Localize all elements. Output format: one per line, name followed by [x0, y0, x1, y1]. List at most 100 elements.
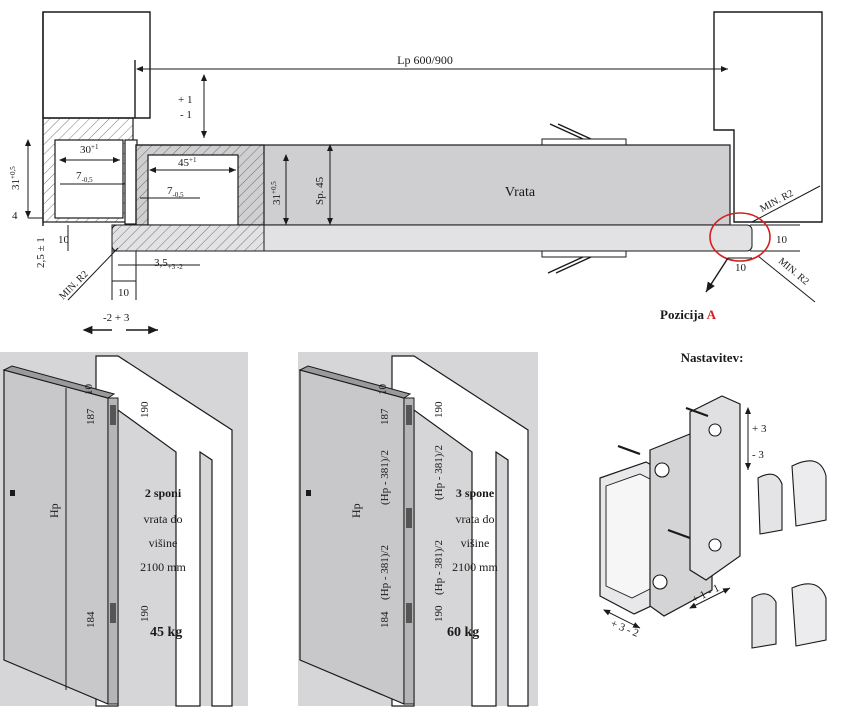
- door-3-mid-2: (Hp - 381)/2: [433, 445, 445, 500]
- hinge-screw-left-bottom: [652, 574, 668, 590]
- door-3-mid-1: (Hp - 381)/2: [379, 450, 391, 505]
- dim-10-right-bottom: 10: [735, 262, 747, 274]
- cover-cap-1: [757, 473, 783, 535]
- cover-cap-3: [751, 593, 777, 649]
- door-2-dim-190b: 190: [139, 605, 151, 622]
- door-2-lock: [10, 490, 15, 496]
- door-2-title: 2 sponi: [145, 486, 182, 500]
- door-3-line1: vrata do: [456, 512, 495, 526]
- handle-bottom: [541, 250, 627, 258]
- dim-2-5: 2,5 ± 1: [35, 237, 47, 268]
- hinge-screw-top: [708, 423, 722, 437]
- dim-4: 4: [12, 210, 18, 222]
- position-a-label: Pozicija A: [660, 307, 717, 322]
- position-a-circle: [709, 212, 771, 262]
- door-3-hp: Hp: [349, 503, 363, 518]
- adjust-label: -2 + 3: [103, 312, 130, 324]
- handle-lever-top-2: [557, 123, 592, 140]
- door-3-mid-3: (Hp - 381)/2: [379, 545, 391, 600]
- door-2-top-edge: [2, 365, 116, 399]
- door-3-dim-187: 187: [379, 408, 391, 425]
- door-3-hinge-bottom: [406, 603, 412, 623]
- door-3-line3: 2100 mm: [452, 560, 498, 574]
- min-r2-left-line: [67, 247, 119, 301]
- door-3-title: 3 spone: [456, 486, 495, 500]
- dim-7a: 7-0,5: [76, 170, 93, 184]
- door-3-dim-184: 184: [379, 611, 391, 628]
- door-2-line3: 2100 mm: [140, 560, 186, 574]
- horizontal-adjust-arrow: [603, 609, 641, 629]
- depth-adjust-arrow: [689, 587, 731, 609]
- door-3-line2: višine: [461, 536, 490, 550]
- door-2-edge: [107, 397, 119, 705]
- door-2-hinge-bottom: [110, 603, 116, 623]
- handle-lever-bottom-2: [555, 256, 592, 274]
- door-3-dim-10: 10: [377, 384, 389, 396]
- door-3-dim-190: 190: [433, 401, 445, 418]
- door-3-edge: [403, 397, 415, 705]
- plan-view: Lp 600/900 + 1 - 1 Vrata Sp. 45 31+0,5 3…: [9, 11, 823, 335]
- lp-label: Lp 600/900: [397, 53, 453, 67]
- door-3-lock: [306, 490, 311, 496]
- cover-cap-2: [791, 460, 827, 527]
- door-3-dim-190b: 190: [433, 605, 445, 622]
- door-2-dim-10: 10: [83, 384, 95, 396]
- cover-cap-4: [791, 583, 827, 647]
- door-pocket: [147, 154, 239, 226]
- door-3-hinge-top: [406, 405, 412, 425]
- door-2-hinge-top: [110, 405, 116, 425]
- hinge-plate: [124, 139, 138, 225]
- plus1-label: + 1: [178, 94, 192, 106]
- adjust-v-plus: + 3: [752, 423, 767, 435]
- door-2-hinges: 10 187 190 Hp 2 sponi vrata do višine 21…: [0, 352, 248, 707]
- leaf-hatch: [111, 224, 265, 252]
- dim-3-5: 3,5+3 -2: [154, 257, 183, 271]
- thickness-label: Sp. 45: [314, 176, 326, 205]
- min-r2-bottom-line: [757, 255, 816, 303]
- door-label: Vrata: [505, 185, 536, 200]
- door-3-top-edge: [298, 365, 412, 399]
- position-a-arrow: [705, 257, 729, 293]
- hinge-screw-bottom: [708, 538, 722, 552]
- screw-1: [685, 406, 709, 418]
- door-2-weight: 45 kg: [150, 625, 182, 640]
- adjust-v-minus: - 3: [752, 449, 764, 461]
- minus1-label: - 1: [180, 109, 192, 121]
- dim-45: 45+1: [178, 156, 197, 169]
- min-r2-top-line: [751, 185, 821, 223]
- door-2-line2: višine: [149, 536, 178, 550]
- left-frame-outline: [42, 11, 151, 119]
- adjustment-title: Nastavitev:: [681, 350, 744, 365]
- handle-top: [541, 138, 627, 146]
- dim-10-right: 10: [776, 234, 788, 246]
- door-2-line1: vrata do: [144, 512, 183, 526]
- dim-7b: 7-0,5: [167, 185, 184, 199]
- hinge-screw-left: [654, 462, 670, 478]
- right-frame: [713, 11, 823, 223]
- hinge-left-face: [605, 473, 653, 599]
- dim-31-left: 31+0,5: [9, 166, 22, 190]
- door-3-weight: 60 kg: [447, 625, 479, 640]
- hinge-body-right: [689, 395, 741, 581]
- min-r2-left: MIN. R2: [57, 269, 90, 302]
- dim-10-bottom: 10: [118, 287, 130, 299]
- adjustment-section: Nastavitev: + 3 - 3 + 3 - 2 + 1 - 1: [599, 350, 827, 649]
- dim-31-right: 31+0,5: [270, 181, 283, 205]
- door-2-dim-190: 190: [139, 401, 151, 418]
- door-2-dim-187: 187: [85, 408, 97, 425]
- door-3-mid-4: (Hp - 381)/2: [433, 540, 445, 595]
- door-3-hinges: 10 187 190 Hp (Hp - 381)/2 (Hp - 381)/2 …: [298, 352, 538, 707]
- door-3-hinge-mid: [406, 508, 412, 528]
- handle-lever-top: [549, 123, 584, 140]
- frame-pocket: [54, 139, 124, 219]
- min-r2-top: MIN. R2: [758, 188, 795, 215]
- dim-30: 30+1: [80, 143, 99, 156]
- handle-lever-bottom: [547, 256, 584, 274]
- screw-3: [667, 528, 691, 540]
- adjust-h-left: + 3 - 2: [609, 618, 640, 640]
- door-2-dim-184: 184: [85, 611, 97, 628]
- screw-2: [617, 444, 641, 456]
- door-2-hp: Hp: [47, 503, 61, 518]
- dim-10-left: 10: [58, 234, 70, 246]
